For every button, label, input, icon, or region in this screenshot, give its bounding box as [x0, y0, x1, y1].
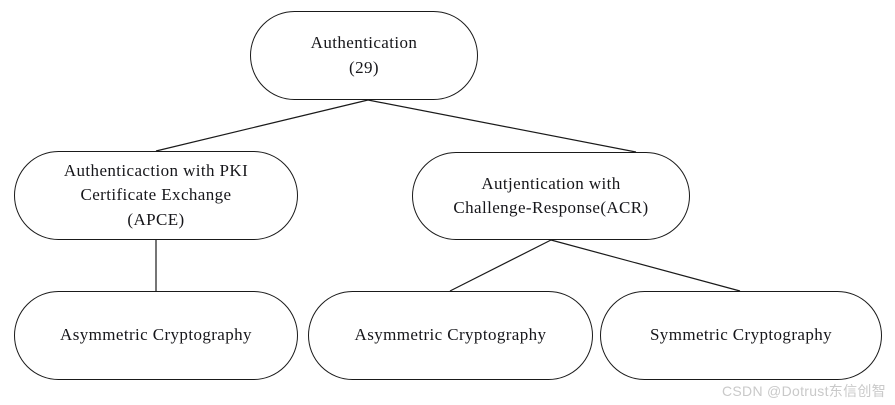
node-label-line: Asymmetric Cryptography: [60, 325, 252, 345]
node-label-line: Autjentication with: [481, 173, 621, 193]
csdn-watermark: CSDN @Dotrust东信创智: [722, 383, 886, 399]
node-label-line: Symmetric Cryptography: [649, 325, 833, 345]
node-authentication-root[interactable]: Authentication (29): [250, 11, 478, 100]
node-label-line: (APCE): [127, 209, 185, 229]
node-label-line: Challenge-Response(ACR): [453, 198, 649, 217]
node-label-line: (29): [349, 57, 379, 77]
node-symmetric-cryptography-right[interactable]: Symmetric Cryptography: [600, 291, 882, 380]
node-label-line: Authenticaction with PKI: [63, 161, 249, 181]
node-asymmetric-cryptography-middle[interactable]: Asymmetric Cryptography: [308, 291, 593, 380]
node-asymmetric-cryptography-left[interactable]: Asymmetric Cryptography: [14, 291, 298, 380]
edge-acr-to-sym-right: [550, 239, 741, 292]
node-label-line: Authentication: [310, 33, 418, 53]
node-label-line: Certificate Exchange: [80, 185, 232, 205]
edge-root-to-acr: [367, 99, 637, 153]
edge-acr-to-asym-mid: [449, 239, 552, 292]
edge-root-to-apce: [155, 99, 369, 152]
node-authentication-with-pki-certificate-exchange[interactable]: Authenticaction with PKI Certificate Exch…: [14, 151, 298, 240]
node-label-line: Asymmetric Cryptography: [354, 325, 547, 345]
